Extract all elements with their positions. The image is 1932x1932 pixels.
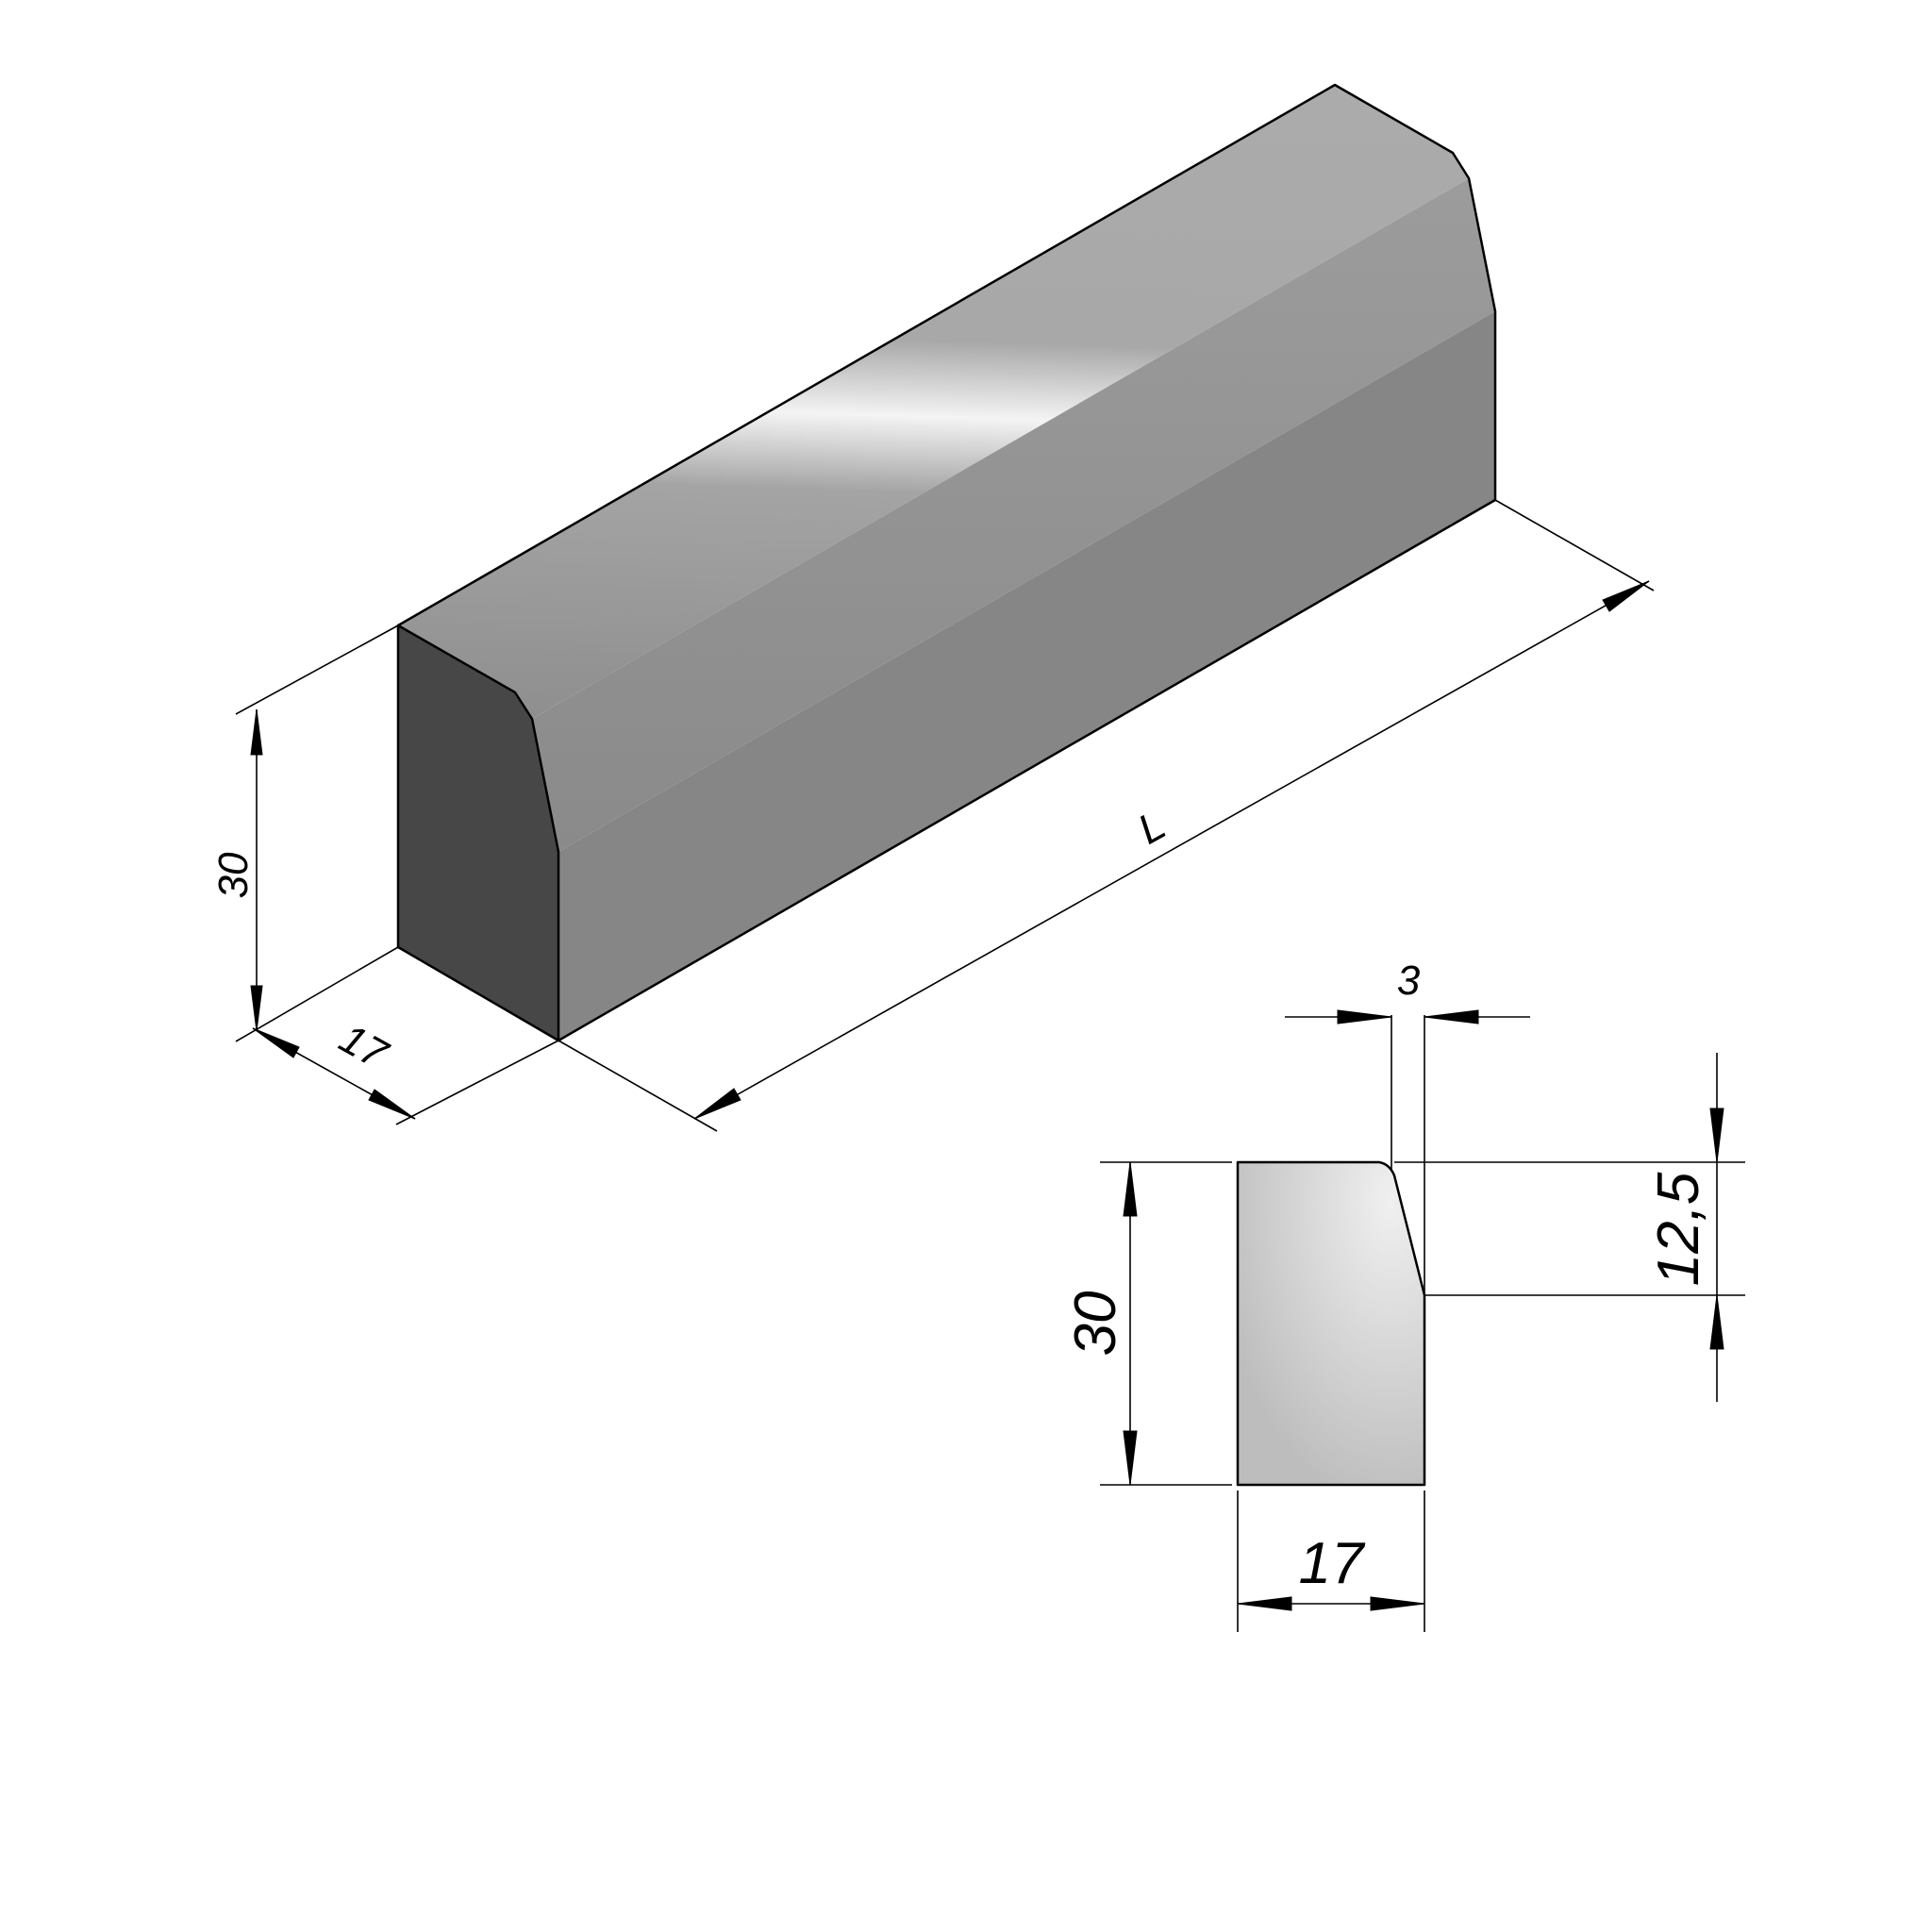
section-height-label: 30: [1063, 1291, 1128, 1357]
isometric-view: 30 17 L: [210, 83, 1655, 1132]
curb-top-face: [398, 85, 1469, 719]
curb-end-edge: [396, 624, 560, 1042]
curb-outline: [396, 83, 1497, 1042]
section-width-dimension: 17: [1237, 1491, 1425, 1632]
section-profile: [1236, 1160, 1426, 1487]
curb-front-face: [558, 311, 1495, 1041]
curb-bevel-face: [532, 178, 1495, 852]
section-bevel-offset-dimension: 3: [1285, 958, 1530, 1295]
section-bevel-height-label: 12,5: [1646, 1172, 1711, 1286]
section-bevel-height-dimension: 12,5: [1394, 1053, 1745, 1402]
iso-length-label: L: [1130, 802, 1173, 854]
curb-end-face: [398, 625, 558, 1041]
iso-height-dimension: 30: [210, 625, 399, 1032]
section-bevel-offset-label: 3: [1397, 958, 1421, 1004]
section-width-label: 17: [1299, 1531, 1366, 1596]
iso-width-label: 17: [332, 1015, 396, 1078]
section-height-dimension: 30: [1063, 1161, 1232, 1486]
iso-height-label: 30: [210, 852, 257, 898]
iso-length-dimension: L: [558, 499, 1655, 1132]
section-view: 3 12,5 30: [1063, 958, 1745, 1632]
